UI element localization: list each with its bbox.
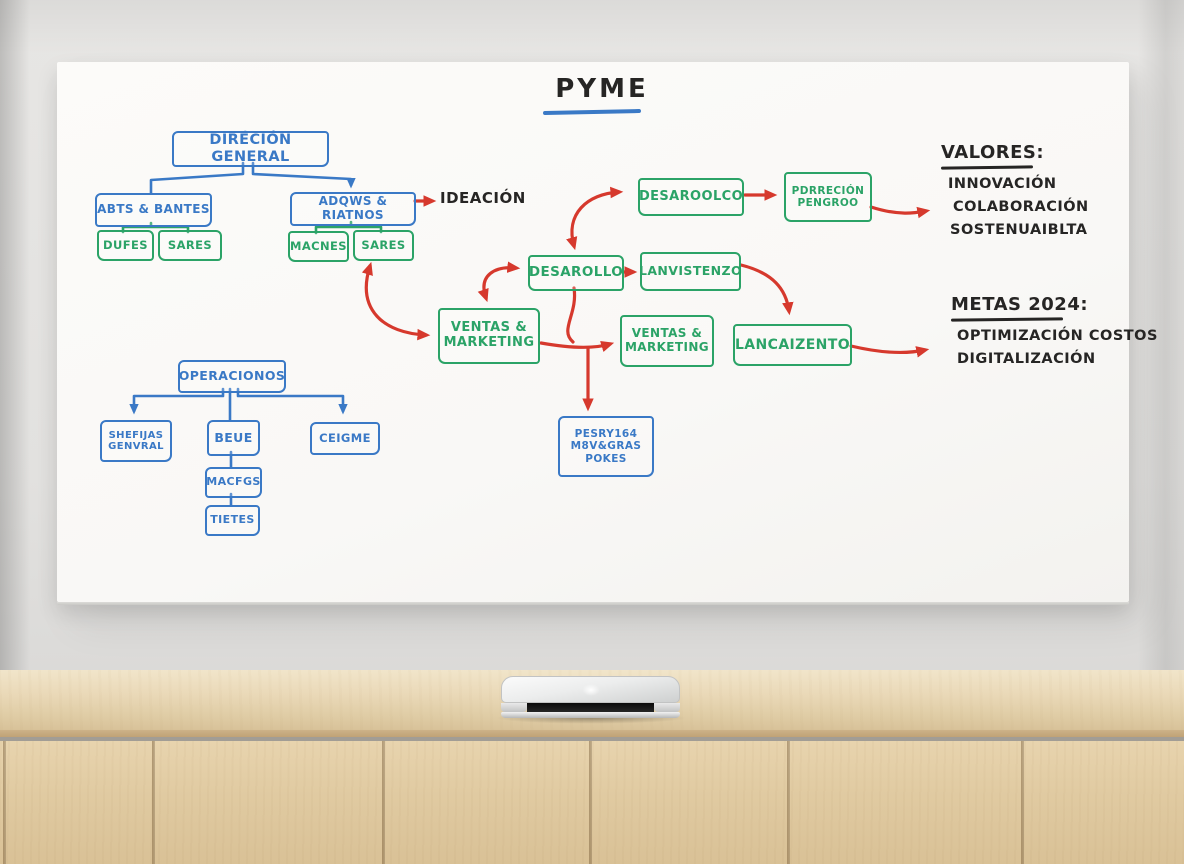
values-item: INNOVACIÓN [948, 176, 1057, 192]
flow-box-label: LANVISTENZO [638, 263, 743, 279]
flow-box-label: VENTAS & [631, 326, 703, 341]
orgbottom-sub-label: TIETES [210, 513, 255, 527]
flow-box-label: M8V&GRAS [570, 440, 642, 453]
arrow-lanvistenzo-to-lancaizento [739, 263, 794, 316]
arrow-cycle-desarollo-desarocolco [566, 186, 624, 251]
goals-item: OPTIMIZACIÓN COSTOS [957, 328, 1158, 344]
orgbottom-child-right-box: CEIGME [310, 422, 380, 455]
laptop-foot-right [654, 703, 680, 712]
orgtop-team-box: MACNES [288, 231, 349, 262]
counter-underside-shadow [0, 737, 1184, 741]
whiteboard-bottom-edge [57, 602, 1129, 605]
orgtop-team-label: SARES [361, 237, 406, 252]
orgbottom-child-label: CEIGME [319, 430, 371, 445]
cabinet-door-seam [152, 741, 155, 864]
flow-launch-mid-box: LANVISTENZO [638, 252, 743, 291]
flow-box-label: PESRY164 [574, 428, 638, 441]
wall-shading-top [0, 0, 1184, 54]
flow-sales-right-box: VENTAS & MARKETING [620, 315, 714, 367]
laptop-hinge-gap [527, 703, 654, 712]
orgbottom-child-label: GENVRAL [108, 441, 164, 452]
ideation-label: IDEACIÓN [440, 189, 526, 207]
laptop [501, 676, 680, 718]
orgtop-dept-right-box: ADQWS & RIATNOS [290, 192, 416, 226]
flow-direction-box: PDRRECIÓN PENGROO [784, 172, 872, 222]
orgbottom-child-label: SHEFIJAS [108, 429, 164, 441]
laptop-foot-left [501, 703, 527, 712]
whiteboard: PYME DIRÉCIÓN GENERAL ABTS & BANTES ADQW… [57, 62, 1157, 605]
line-desarollo-join [566, 286, 577, 344]
orgbottom-sub-label: MACFGS [206, 475, 261, 489]
flow-box-label: PDRRECIÓN [791, 184, 865, 197]
cabinet-door-seam [382, 741, 385, 864]
flow-launch-bottom-box: LANCAIZENTO [733, 324, 852, 366]
orgtop-branch-left-line [149, 161, 245, 195]
orgbottom-sub-box: MACFGS [205, 467, 262, 498]
flow-development-top-box: DESAROOLCO [638, 178, 744, 216]
orgtop-dept-left-label: ABTS & BANTES [97, 202, 210, 217]
orgbottom-root-box: OPERACIONOS [178, 360, 286, 393]
flow-box-label: DESAROLLO [528, 264, 624, 281]
arrow-sares-to-ventas [361, 261, 431, 341]
wall-corner-left [0, 0, 30, 700]
orgtop-team-box: SARES [158, 230, 222, 261]
arrow-direccion-to-valores [869, 205, 931, 219]
orgtop-team-box: SARES [353, 230, 414, 261]
orgtop-root-box: DIRÉCIÓN GENERAL [172, 131, 329, 167]
cabinet-door-seam [3, 741, 6, 864]
board-title: PYME [555, 74, 649, 104]
laptop-lid [501, 676, 680, 703]
arrow-ventas-to-ventas2 [539, 341, 615, 353]
cabinet-doors-grain [0, 741, 1184, 864]
cabinet-doors [0, 741, 1184, 864]
laptop-base [501, 712, 680, 718]
values-item: SOSTENUAIBLTA [950, 222, 1088, 238]
orgtop-root-label: DIRÉCIÓN GENERAL [209, 132, 292, 165]
flow-box-label: VENTAS & [450, 320, 528, 336]
title-underline [542, 108, 642, 116]
flow-development-mid-box: DESAROLLO [528, 255, 624, 291]
flow-box-label: DESAROOLCO [638, 188, 744, 204]
flow-box-label: MARKETING [624, 340, 710, 354]
cabinet-door-seam [589, 741, 592, 864]
laptop-hinge [501, 703, 680, 712]
orgtop-dept-right-label: ADQWS & RIATNOS [318, 194, 388, 222]
counter-front-edge [0, 730, 1184, 737]
goals-heading: METAS 2024: [951, 294, 1089, 315]
cabinet-door-seam [1021, 741, 1024, 864]
orgbottom-child-left-box: SHEFIJAS GENVRAL [100, 420, 172, 462]
orgtop-team-label: DUFES [103, 237, 148, 252]
values-heading: VALORES: [941, 142, 1045, 163]
orgtop-team-box: DUFES [97, 230, 154, 261]
values-item: COLABORACIÓN [953, 199, 1089, 215]
flow-box-label: MARKETING [443, 335, 535, 350]
arrow-cycle-ventas-desarollo [477, 261, 521, 303]
goals-underline [950, 317, 1064, 322]
orgtop-team-label: SARES [167, 237, 213, 252]
laptop-logo-icon [581, 684, 600, 696]
flow-box-label: POKES [585, 452, 627, 465]
orgbottom-child-mid-box: BEUE [207, 420, 260, 456]
orgbottom-child-label: BEUE [214, 429, 253, 445]
flow-sales-left-box: VENTAS & MARKETING [438, 308, 540, 364]
flow-metrics-box: PESRY164 M8V&GRAS POKES [558, 416, 654, 477]
orgtop-dept-left-box: ABTS & BANTES [95, 193, 212, 227]
goals-item: DIGITALIZACIÓN [957, 351, 1096, 367]
orgbottom-sub-box: TIETES [205, 505, 260, 536]
wall-shading-right [1138, 0, 1184, 700]
cabinet-door-seam [787, 741, 790, 864]
orgbottom-root-label: OPERACIONOS [178, 368, 286, 384]
orgtop-team-label: MACNES [290, 238, 347, 253]
flow-box-label: LANCAIZENTO [734, 336, 851, 353]
flow-box-label: PENGROO [797, 197, 859, 209]
arrow-lancaizento-to-metas [849, 344, 930, 358]
values-underline [940, 165, 1034, 170]
